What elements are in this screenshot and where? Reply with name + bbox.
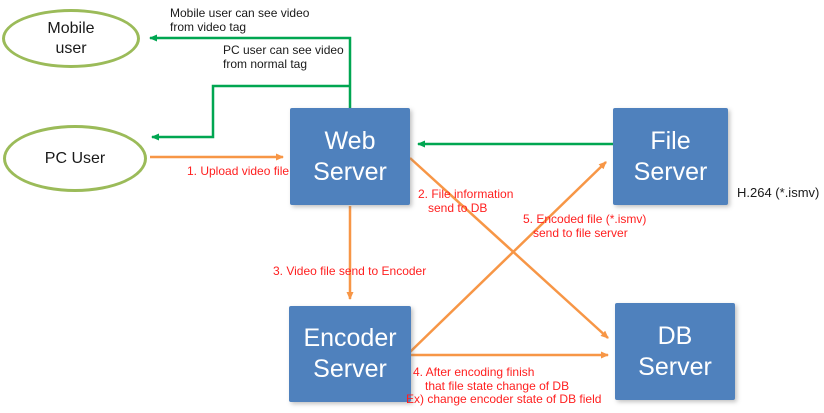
step-4-line3: Ex) change encoder state of DB field	[406, 392, 602, 406]
node-web-server-label-line1: Web	[324, 126, 376, 155]
node-file-server: File Server	[613, 108, 728, 205]
note-pc-normal-tag-line2: from normal tag	[223, 57, 308, 71]
node-encoder-server-label-line1: Encoder	[303, 324, 397, 352]
arrow-encoder-to-filesrv	[409, 161, 607, 353]
step-5-line1: 5. Encoded file (*.ismv)	[523, 212, 647, 226]
node-db-server-label-line2: Server	[638, 352, 712, 381]
node-db-server-label-line1: DB	[657, 321, 693, 350]
node-web-server-label-line2: Server	[313, 157, 387, 186]
step-3-video-file-to-encoder: 3. Video file send to Encoder	[273, 264, 427, 279]
note-mobile-video-tag: Mobile user can see video from video tag	[170, 6, 309, 34]
node-pc-user-label: PC User	[44, 149, 106, 167]
node-web-server: Web Server	[290, 108, 410, 205]
node-encoder-server-label-line2: Server	[313, 355, 387, 383]
node-file-server-label-line2: Server	[633, 157, 708, 186]
node-db-server: DB Server	[615, 303, 735, 400]
step-2-line2: send to DB	[428, 200, 488, 215]
note-h264-format: H.264 (*.ismv)	[737, 185, 820, 200]
arrow-websrv-to-db	[409, 157, 609, 339]
node-mobile-user-label-line1: Mobile	[47, 19, 95, 37]
note-mobile-video-tag-line1: Mobile user can see video	[170, 6, 310, 20]
step-1-upload-video-file: 1. Upload video file	[187, 164, 290, 179]
step-4-line1: 4. After encoding finish	[413, 365, 535, 379]
step-2-line1: 2. File information	[418, 187, 514, 201]
note-mobile-video-tag-line2: from video tag	[170, 20, 247, 34]
step-3-line1: 3. Video file send to Encoder	[273, 264, 427, 278]
node-mobile-user-label-line2: user	[55, 39, 87, 57]
note-pc-normal-tag: PC user can see video from normal tag	[223, 43, 344, 71]
arrow-websrv-to-pc	[151, 84, 350, 141]
note-pc-normal-tag-line1: PC user can see video	[223, 43, 344, 57]
step-4-line2: that file state change of DB	[425, 378, 570, 393]
node-pc-user: PC User	[3, 125, 147, 192]
node-encoder-server: Encoder Server	[289, 306, 411, 402]
node-file-server-label-line1: File	[650, 126, 691, 155]
step-1-line1: 1. Upload video file	[187, 164, 290, 178]
step-4-after-encoding-finish: 4. After encoding finish that file state…	[406, 365, 602, 407]
node-mobile-user: Mobile user	[2, 9, 140, 68]
step-2-file-information: 2. File information send to DB	[418, 187, 514, 215]
arrow-websrv-to-mobile	[149, 34, 352, 108]
step-5-encoded-file: 5. Encoded file (*.ismv) send to file se…	[523, 212, 647, 240]
step-5-line2: send to file server	[533, 225, 628, 240]
